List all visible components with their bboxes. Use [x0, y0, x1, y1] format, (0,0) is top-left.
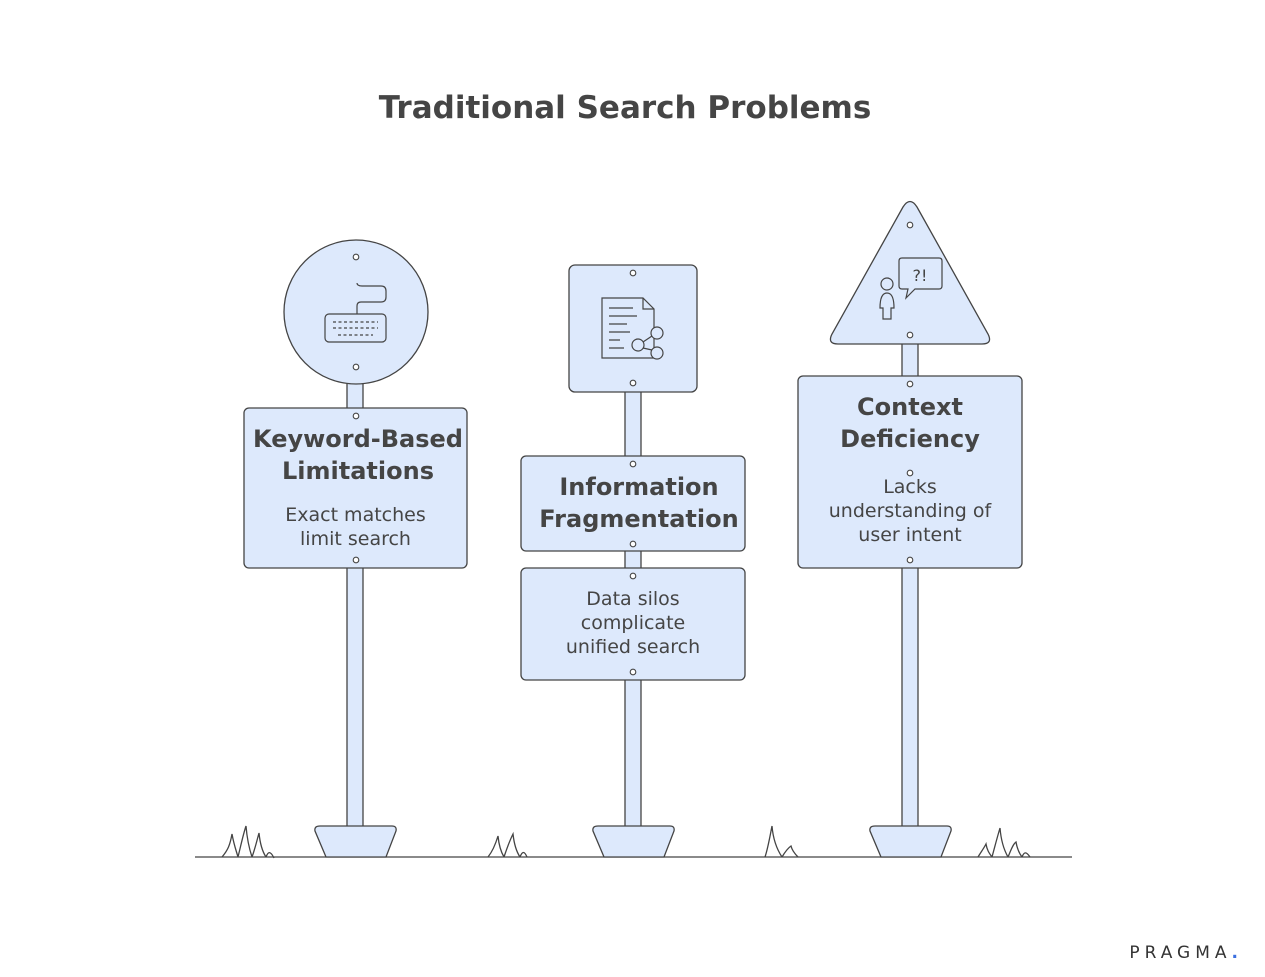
sign-title-line: Fragmentation	[539, 505, 739, 533]
question-exclaim-text: ?!	[913, 266, 928, 285]
sign-description: Exact matches limit search	[244, 503, 467, 551]
grass-tuft	[221, 825, 275, 859]
sign-body-line: Exact matches	[285, 504, 426, 526]
sign-title-line: Deficiency	[840, 425, 980, 453]
person-question-icon: ?!	[879, 257, 943, 320]
sign-description: Lacks understanding of user intent	[798, 475, 1022, 547]
brand-dot: .	[1231, 943, 1243, 963]
sign-title-line: Context	[857, 393, 963, 421]
sign-title: Context Deficiency	[798, 391, 1022, 455]
brand-name: PRAGMA	[1129, 943, 1232, 963]
sign-title-line: Information	[559, 473, 719, 501]
sign-board	[520, 455, 746, 552]
sign-title: Keyword-Based Limitations	[244, 423, 472, 487]
post-base	[314, 825, 397, 858]
grass-tuft	[764, 825, 799, 858]
bolt-holes	[352, 221, 914, 676]
square-sign	[568, 264, 698, 393]
grass-tuft	[487, 831, 528, 858]
sign-body-line: understanding of	[828, 500, 992, 522]
document-share-icon	[601, 297, 664, 360]
post-base	[592, 825, 675, 858]
page-title: Traditional Search Problems	[378, 90, 872, 126]
sign-title: Information Fragmentation	[527, 471, 751, 535]
triangle-sign	[829, 200, 991, 345]
post-base	[869, 825, 952, 858]
sign-body-line: complicate	[580, 612, 686, 634]
grass-tuft	[977, 827, 1031, 858]
sign-board	[243, 407, 468, 569]
round-sign	[283, 239, 429, 385]
sign-description: Data silos complicate unified search	[521, 587, 745, 659]
sign-title-line: Limitations	[282, 457, 434, 485]
sign-body-line: Data silos	[586, 588, 680, 610]
sign-body-line: Lacks	[883, 476, 937, 498]
sign-body-line: unified search	[565, 636, 701, 658]
sign-body-line: limit search	[300, 528, 411, 550]
sign-board	[520, 567, 746, 681]
brand-logo: PRAGMA.	[1129, 943, 1243, 963]
keyboard-icon	[324, 282, 387, 343]
sign-title-line: Keyword-Based	[253, 425, 463, 453]
sign-body-line: user intent	[858, 524, 962, 546]
